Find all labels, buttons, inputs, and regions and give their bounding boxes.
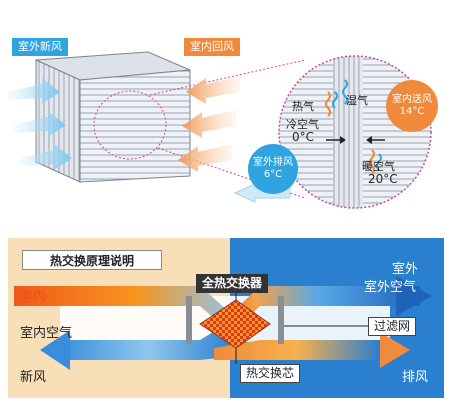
indoor-return-air-tag: 室内回风 bbox=[184, 38, 240, 56]
fresh-air-arrowhead bbox=[40, 330, 70, 370]
outdoor-exhaust-temp: 6°C bbox=[263, 169, 283, 180]
filter-bar-1 bbox=[186, 296, 192, 344]
return-air-arrow-3 bbox=[178, 144, 232, 172]
core-label: 热交换芯 bbox=[240, 364, 301, 383]
fresh-air-arrow-2 bbox=[14, 111, 66, 137]
outdoor-label: 室外 bbox=[392, 262, 419, 277]
return-air-arrow-2 bbox=[182, 110, 236, 138]
exhaust-duct bbox=[214, 340, 380, 360]
heat-exchange-core bbox=[199, 299, 271, 349]
fresh-air-arrow-3 bbox=[20, 144, 72, 170]
fresh-air-duct bbox=[60, 318, 236, 360]
cold-air-label: 冷空气 bbox=[286, 118, 319, 131]
indoor-label: 室内 bbox=[20, 290, 47, 305]
return-air-arrow-1 bbox=[186, 76, 240, 104]
indoor-air-label: 室内空气 bbox=[20, 326, 73, 341]
panel-title: 热交换原理说明 bbox=[22, 250, 162, 270]
outdoor-air-arrowhead bbox=[396, 276, 432, 316]
fresh-air-arrow-1 bbox=[8, 78, 60, 104]
warm-air-label: 暖空气 bbox=[362, 160, 395, 173]
outdoor-fresh-air-tag: 室外新风 bbox=[12, 38, 68, 56]
outdoor-exhaust-bubble: 室外排风 6°C bbox=[248, 144, 298, 194]
hot-air-label: 热气 bbox=[292, 100, 314, 113]
indoor-supply-temp: 14°C bbox=[399, 106, 425, 117]
filter-bar-2 bbox=[278, 296, 284, 344]
outdoor-exhaust-label: 室外排风 bbox=[253, 157, 293, 168]
indoor-air-duct bbox=[14, 286, 236, 338]
exhaust-arrowhead bbox=[380, 332, 410, 368]
zoom-line-top bbox=[149, 59, 306, 96]
outdoor-air-label: 室外空气 bbox=[364, 280, 417, 295]
exhaust-label: 排风 bbox=[402, 370, 429, 385]
filter-label: 过滤网 bbox=[368, 317, 417, 336]
zoom-origin-circle bbox=[93, 90, 167, 160]
full-heat-exchanger-label: 全热交换器 bbox=[196, 274, 269, 293]
cold-temp-label: 0°C bbox=[292, 130, 315, 144]
fresh-air-label: 新风 bbox=[20, 370, 47, 385]
outdoor-air-duct bbox=[214, 286, 420, 348]
indoor-supply-label: 室内送风 bbox=[392, 94, 432, 105]
indoor-supply-bubble: 室内送风 14°C bbox=[386, 80, 438, 132]
warm-temp-label: 20°C bbox=[368, 172, 398, 186]
humid-air-label: 湿气 bbox=[346, 94, 368, 107]
